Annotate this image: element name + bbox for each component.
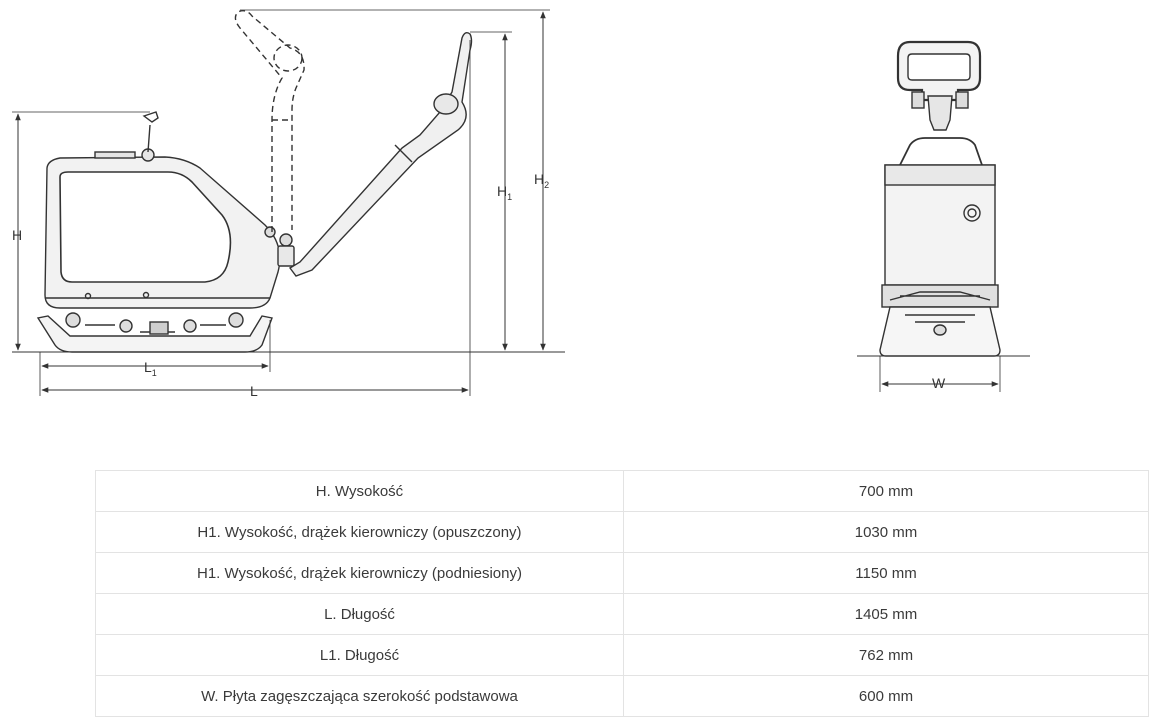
- table-row: W. Płyta zagęszczająca szerokość podstaw…: [95, 675, 1149, 717]
- spec-label: H. Wysokość: [95, 470, 624, 512]
- side-view-drawing: [12, 9, 565, 353]
- spec-label: W. Płyta zagęszczająca szerokość podstaw…: [95, 675, 624, 717]
- technical-drawing: H H1 H2 L1 L W: [12, 9, 1030, 399]
- table-row: H1. Wysokość, drążek kierowniczy (opuszc…: [95, 511, 1149, 553]
- base-plate: [36, 315, 273, 353]
- front-view-dimensions: [879, 356, 1001, 392]
- side-view-dimensions: [12, 9, 550, 396]
- table-row: L. Długość 1405 mm: [95, 593, 1149, 635]
- engine-window: [59, 171, 232, 283]
- spec-value: 1030 mm: [623, 511, 1149, 553]
- specifications-table: H. Wysokość 700 mm H1. Wysokość, drążek …: [95, 470, 1149, 717]
- handle-lowered: [288, 31, 473, 277]
- dim-label-h: H: [12, 227, 22, 243]
- front-view-drawing: [857, 40, 1030, 357]
- dim-label-l1: L1: [144, 359, 157, 378]
- spec-value: 762 mm: [623, 634, 1149, 676]
- spec-value: 1405 mm: [623, 593, 1149, 635]
- dim-label-l: L: [250, 383, 258, 399]
- spec-label: H1. Wysokość, drążek kierowniczy (opuszc…: [95, 511, 624, 553]
- handle-raised-dashed: [234, 9, 305, 232]
- spec-value: 700 mm: [623, 470, 1149, 512]
- vibration-mounts: [65, 312, 244, 335]
- spec-value: 1150 mm: [623, 552, 1149, 594]
- table-row: H1. Wysokość, drążek kierowniczy (podnie…: [95, 552, 1149, 594]
- spec-label: H1. Wysokość, drążek kierowniczy (podnie…: [95, 552, 624, 594]
- spec-label: L1. Długość: [95, 634, 624, 676]
- dim-label-h2: H2: [534, 171, 549, 190]
- dim-label-h1: H1: [497, 183, 512, 202]
- spec-value: 600 mm: [623, 675, 1149, 717]
- throttle-lever: [142, 111, 159, 153]
- dim-label-w: W: [932, 375, 946, 391]
- table-row: L1. Długość 762 mm: [95, 634, 1149, 676]
- table-row: H. Wysokość 700 mm: [95, 470, 1149, 512]
- spec-label: L. Długość: [95, 593, 624, 635]
